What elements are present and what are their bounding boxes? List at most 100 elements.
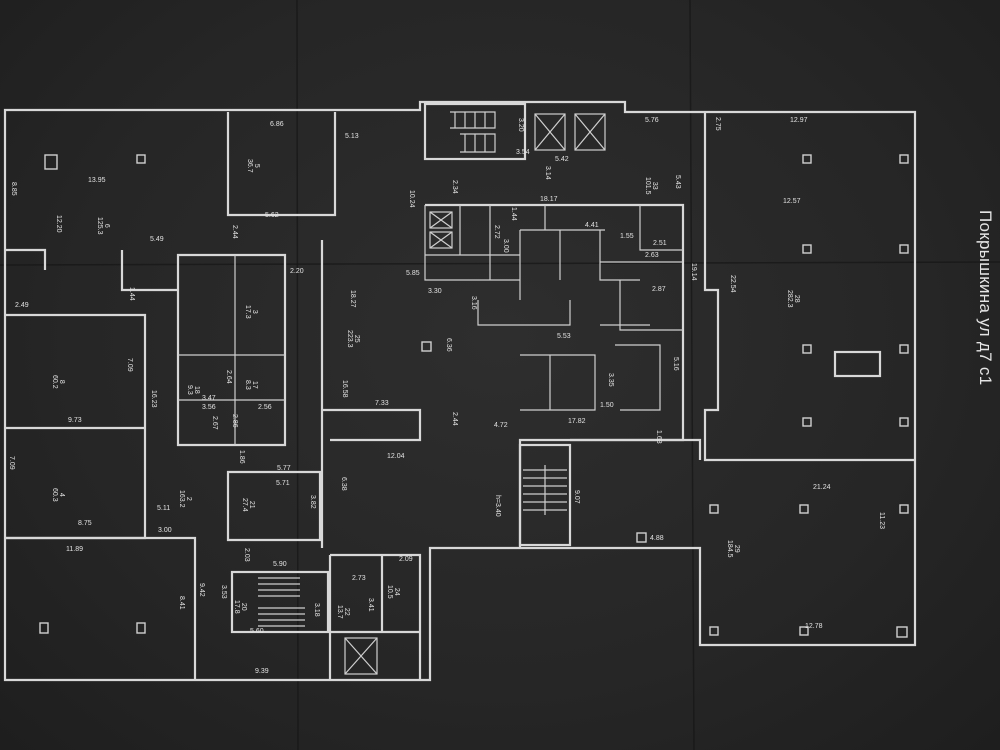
dimension-label: 5.77 xyxy=(277,465,291,472)
dimension-label: 3.14 xyxy=(544,166,551,180)
dimension-label: 5.42 xyxy=(555,156,569,163)
dimension-label: 7.33 xyxy=(375,400,389,407)
dimension-label: 11.89 xyxy=(66,546,83,553)
dimension-label: 8.75 xyxy=(78,520,92,527)
room-label: 5 36.7 xyxy=(246,159,260,173)
dimension-label: 12.78 xyxy=(805,623,823,630)
dimension-label: 11.23 xyxy=(878,512,885,529)
columns xyxy=(39,154,909,638)
dimension-label: h=3.40 xyxy=(494,495,501,517)
elevator-bottom xyxy=(344,637,378,675)
stairs xyxy=(450,111,496,153)
wall xyxy=(226,470,322,542)
dimension-label: 3.20 xyxy=(517,118,524,132)
dimension-label: 2.75 xyxy=(714,117,721,131)
dimension-label: 12.57 xyxy=(783,198,801,205)
dimension-label: 2.51 xyxy=(653,240,667,247)
dimension-label: 2.86 xyxy=(231,414,238,428)
room-label: 3 17.3 xyxy=(244,305,258,319)
dimension-label: 2.03 xyxy=(243,548,250,562)
room-label: 2 163.2 xyxy=(178,490,192,508)
paper-fold xyxy=(296,0,299,750)
wall xyxy=(226,112,337,217)
dimension-label: 4.72 xyxy=(494,422,508,429)
paper-fold xyxy=(689,0,695,750)
room-label: 24 10.5 xyxy=(386,585,400,599)
dimension-label: 5.49 xyxy=(150,236,164,243)
wall xyxy=(703,112,915,462)
stairwell-center xyxy=(518,443,572,547)
dimension-label: 19.14 xyxy=(690,263,697,281)
dimension-label: 5.43 xyxy=(674,175,681,189)
dimension-label: 1.63 xyxy=(655,430,662,444)
dimension-label: 3.53 xyxy=(220,585,227,599)
dimension-label: 12.97 xyxy=(790,117,808,124)
dimension-label: 12.20 xyxy=(55,215,62,233)
wall xyxy=(178,255,285,445)
dimension-label: 18.27 xyxy=(349,290,356,308)
dimension-label: 12.04 xyxy=(387,453,405,460)
room-label: 22 13.7 xyxy=(336,605,350,619)
dimension-label: 3.00 xyxy=(502,239,509,253)
dimension-label: 5.62 xyxy=(265,212,279,219)
dimension-label: 1.50 xyxy=(600,402,614,409)
dimension-label: 2.73 xyxy=(352,575,366,582)
dimension-label: 22.54 xyxy=(729,275,736,293)
stairwell-top xyxy=(423,102,527,161)
dimension-label: 3.47 xyxy=(202,395,216,402)
dimension-label: 1.44 xyxy=(510,207,517,221)
elevators-top xyxy=(534,113,606,151)
dimension-label: 4.88 xyxy=(650,535,664,542)
dimension-label: 7.09 xyxy=(8,456,15,470)
outer-wall xyxy=(3,100,917,682)
dimension-label: 8.85 xyxy=(10,182,17,196)
dimension-label: 1.44 xyxy=(128,287,135,301)
dimension-label: 5.90 xyxy=(273,561,287,568)
dimension-label: 3.41 xyxy=(367,598,374,612)
stairwell xyxy=(230,570,330,634)
room-label: 29 184.5 xyxy=(726,540,740,558)
dimension-label: 6.38 xyxy=(340,477,347,491)
dimension-label: 2.20 xyxy=(290,268,304,275)
room-label: 28 282.3 xyxy=(786,290,800,308)
room-label: 8 60.2 xyxy=(51,375,65,389)
dimension-label: 3.30 xyxy=(428,288,442,295)
wall xyxy=(5,248,147,540)
dimension-label: 2.56 xyxy=(258,404,272,411)
wall xyxy=(328,553,422,680)
dimension-label: 5.71 xyxy=(276,480,290,487)
wall xyxy=(570,438,702,460)
dimension-label: 3.56 xyxy=(202,404,216,411)
dimension-label: 17.82 xyxy=(568,418,586,425)
dimension-label: 2.67 xyxy=(211,416,218,430)
wall xyxy=(320,240,422,548)
dimension-label: 2.72 xyxy=(493,225,500,239)
elevator-center xyxy=(429,211,453,249)
dimension-label: 13.95 xyxy=(88,177,106,184)
dimension-label: 5.60 xyxy=(250,628,264,635)
wall xyxy=(120,250,287,447)
dimension-label: 1.55 xyxy=(620,233,634,240)
dimension-label: 6.36 xyxy=(445,338,452,352)
dimension-label: 3.18 xyxy=(313,603,320,617)
dimension-label: 7.09 xyxy=(126,358,133,372)
stairs xyxy=(523,465,567,515)
dimension-label: 3.00 xyxy=(158,527,172,534)
dimension-label: 2.44 xyxy=(451,412,458,426)
wall xyxy=(5,536,197,680)
dimension-label: 8.41 xyxy=(178,596,185,610)
room-label: 20 17.8 xyxy=(233,600,247,614)
dimension-label: 16.58 xyxy=(341,380,348,398)
dimension-label: 2.87 xyxy=(652,286,666,293)
dimension-label: 4.41 xyxy=(585,222,599,229)
dimension-label: 18.17 xyxy=(540,196,558,203)
shaft xyxy=(833,350,882,378)
room-label: 21 27.4 xyxy=(241,498,255,512)
dimension-label: 2.09 xyxy=(399,556,413,563)
dimension-label: 9.73 xyxy=(68,417,82,424)
dimension-label: 10.24 xyxy=(408,190,415,208)
dimension-label: 5.13 xyxy=(345,133,359,140)
stairs xyxy=(258,577,305,627)
